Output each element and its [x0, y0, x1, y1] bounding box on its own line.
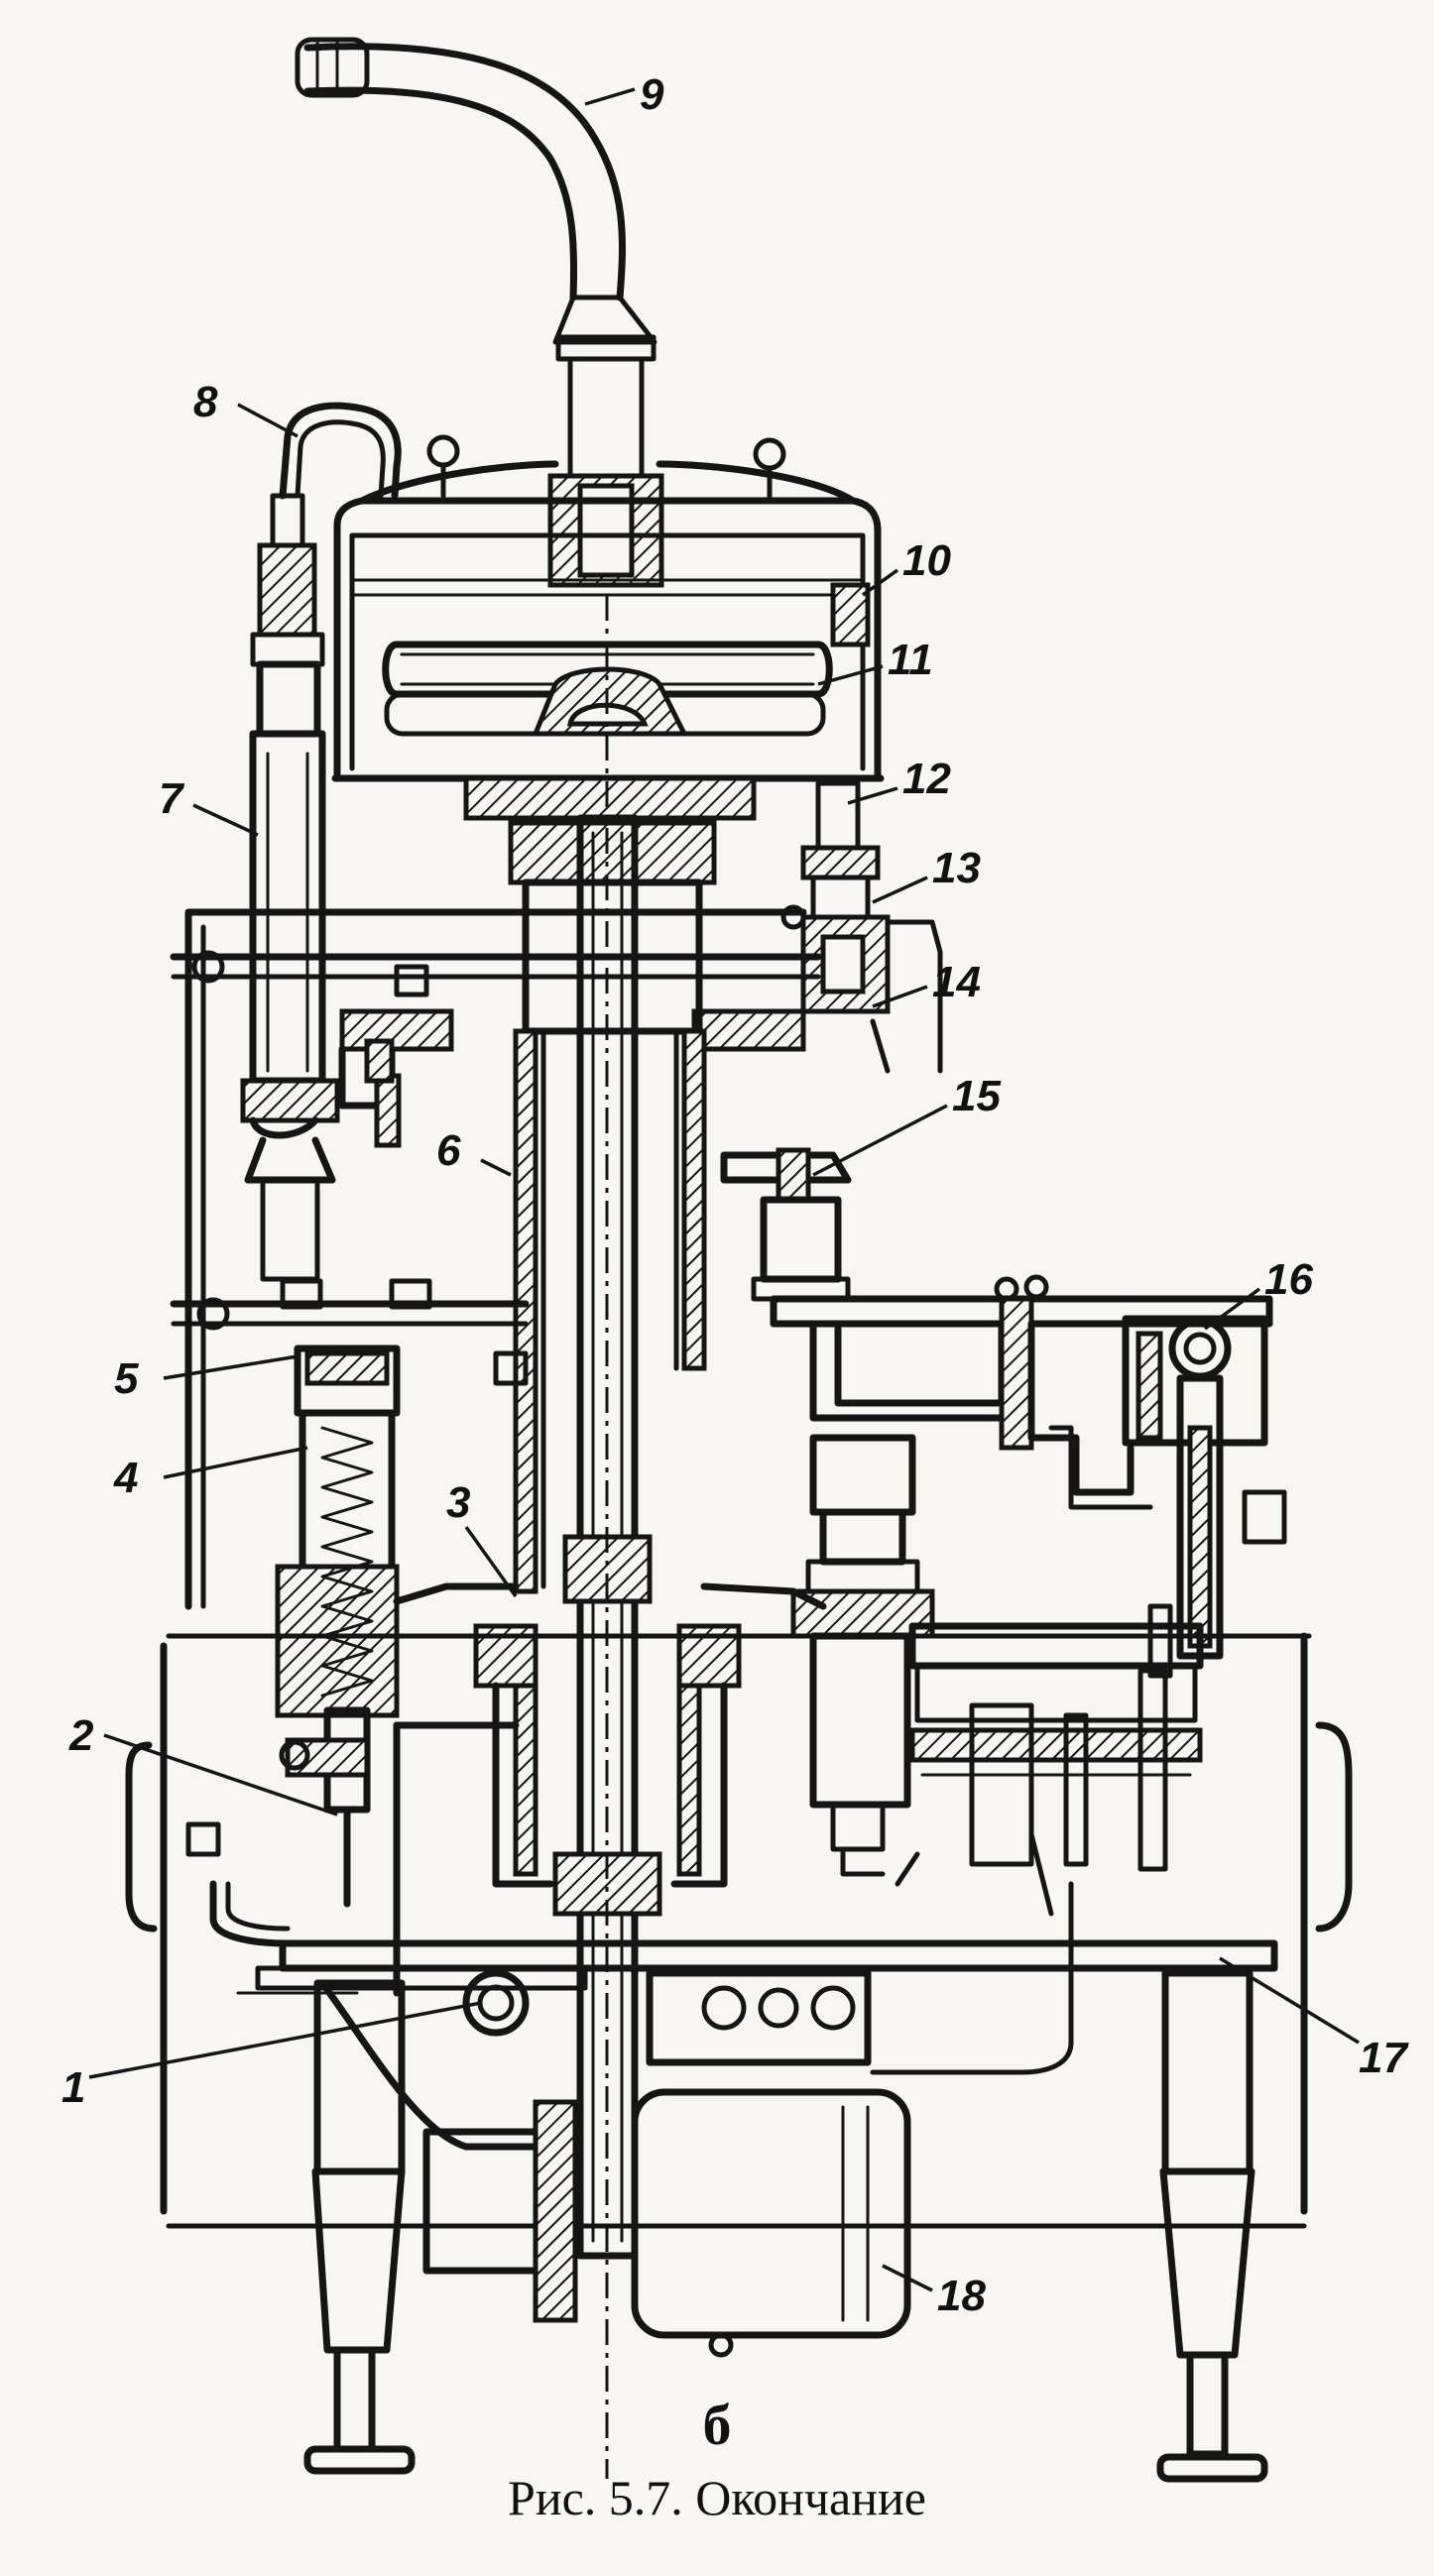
callout-1: 1: [61, 2063, 85, 2112]
callout-4: 4: [113, 1454, 138, 1502]
lower-frame: [125, 1632, 1353, 2229]
leader-lines: [88, 87, 1360, 2292]
figure-caption: Рис. 5.7. Окончание: [508, 2470, 926, 2525]
outlet-hose: [295, 37, 657, 362]
callout-15: 15: [952, 1072, 1001, 1120]
spring-valve: [275, 1345, 401, 1908]
right-tank: [770, 1274, 1287, 1679]
callout-14: 14: [932, 958, 981, 1006]
float-valve: [720, 1147, 852, 1302]
callout-18: 18: [937, 2272, 986, 2320]
callout-10: 10: [902, 536, 951, 585]
callout-9: 9: [640, 70, 664, 119]
base-plate: [236, 1939, 1278, 2066]
left-tube: [170, 493, 530, 1331]
upper-housing: [331, 434, 885, 782]
callout-12: 12: [902, 755, 951, 803]
callout-7: 7: [159, 774, 185, 823]
vertical-shaft: [552, 814, 662, 2260]
callout-8: 8: [193, 378, 218, 426]
callout-2: 2: [68, 1711, 94, 1760]
left-leg: [303, 1979, 416, 2475]
gear-box: [908, 1622, 1204, 1917]
right-leg: [1156, 1969, 1268, 2483]
distributor: [393, 1582, 827, 1888]
subfigure-label: б: [702, 2393, 732, 2457]
callout-labels: 9 8 10 11 12 13 14 15 16 17 18 7 6 3 5 4…: [61, 70, 1409, 2320]
callout-16: 16: [1264, 1255, 1313, 1304]
callout-17: 17: [1359, 2034, 1409, 2082]
callout-5: 5: [114, 1354, 139, 1403]
pipes: [209, 1880, 1074, 2151]
air-tube: [279, 402, 402, 500]
rotor-disc: [382, 641, 833, 821]
main-frame: [170, 908, 822, 1610]
electric-motor: [422, 2088, 911, 2358]
outlet-pipe: [547, 356, 664, 588]
callout-11: 11: [888, 636, 933, 684]
side-valve-assembly: [780, 780, 943, 1074]
callout-6: 6: [436, 1126, 461, 1175]
callout-3: 3: [446, 1478, 470, 1527]
callout-13: 13: [932, 844, 981, 892]
spring-coil: [320, 1426, 374, 1698]
central-column: [493, 820, 717, 1594]
